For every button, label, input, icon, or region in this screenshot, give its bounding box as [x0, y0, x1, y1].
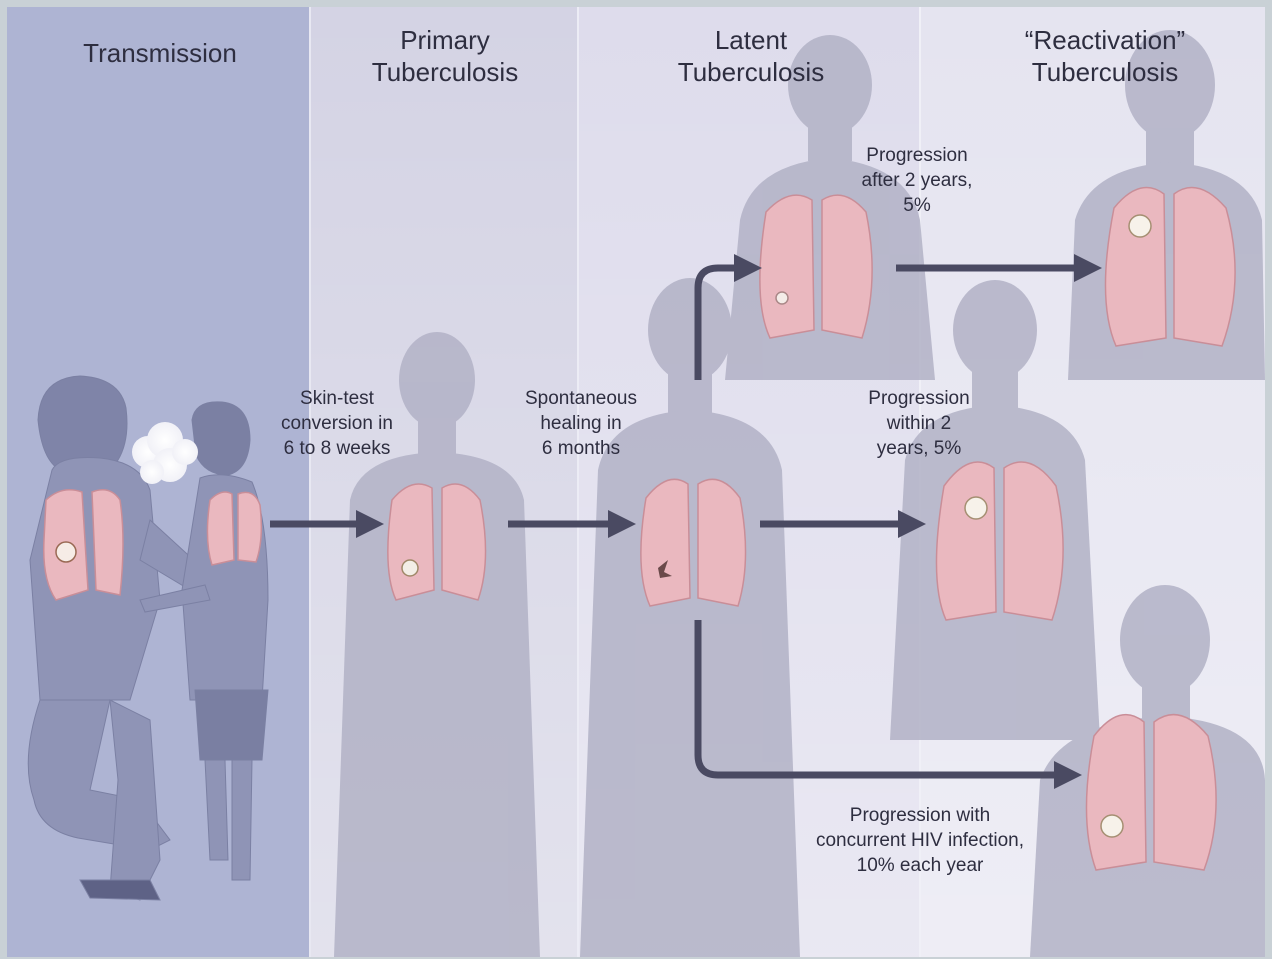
heading-primary-tuberculosis: Primary Tuberculosis	[330, 24, 560, 88]
heading-reactivation-line-1: “Reactivation”	[980, 24, 1230, 56]
heading-transmission-line: Transmission	[40, 37, 280, 69]
heading-latent-line-2: Tuberculosis	[636, 56, 866, 88]
note-skin-test-line-3: 6 to 8 weeks	[252, 436, 422, 461]
lesion-icon	[776, 292, 788, 304]
note-healing-line-1: Spontaneous	[496, 386, 666, 411]
note-within-2-years-line-3: years, 5%	[834, 436, 1004, 461]
lungs-icon	[44, 490, 123, 600]
heading-latent-tuberculosis: Latent Tuberculosis	[636, 24, 866, 88]
heading-primary-line-2: Tuberculosis	[330, 56, 560, 88]
heading-primary-line-1: Primary	[330, 24, 560, 56]
heading-reactivation-tuberculosis: “Reactivation” Tuberculosis	[980, 24, 1230, 88]
lesion-icon	[965, 497, 987, 519]
note-spontaneous-healing: Spontaneous healing in 6 months	[496, 386, 666, 461]
note-skin-test-line-2: conversion in	[252, 411, 422, 436]
heading-reactivation-line-2: Tuberculosis	[980, 56, 1230, 88]
heading-latent-line-1: Latent	[636, 24, 866, 56]
lesion-icon	[402, 560, 418, 576]
note-hiv-line-3: 10% each year	[772, 853, 1068, 878]
note-progression-after-2-years: Progression after 2 years, 5%	[832, 143, 1002, 218]
lesion-icon	[56, 542, 76, 562]
heading-transmission: Transmission	[40, 37, 280, 69]
note-healing-line-3: 6 months	[496, 436, 666, 461]
lesion-icon	[1101, 815, 1123, 837]
note-within-2-years-line-2: within 2	[834, 411, 1004, 436]
note-after-2-years-line-3: 5%	[832, 193, 1002, 218]
note-skin-test-line-1: Skin-test	[252, 386, 422, 411]
note-hiv-line-1: Progression with	[772, 803, 1068, 828]
note-healing-line-2: healing in	[496, 411, 666, 436]
note-hiv-line-2: concurrent HIV infection,	[772, 828, 1068, 853]
note-after-2-years-line-1: Progression	[832, 143, 1002, 168]
note-progression-hiv: Progression with concurrent HIV infectio…	[772, 803, 1068, 878]
note-progression-within-2-years: Progression within 2 years, 5%	[834, 386, 1004, 461]
note-within-2-years-line-1: Progression	[834, 386, 1004, 411]
note-after-2-years-line-2: after 2 years,	[832, 168, 1002, 193]
lesion-icon	[1129, 215, 1151, 237]
note-skin-test-conversion: Skin-test conversion in 6 to 8 weeks	[252, 386, 422, 461]
